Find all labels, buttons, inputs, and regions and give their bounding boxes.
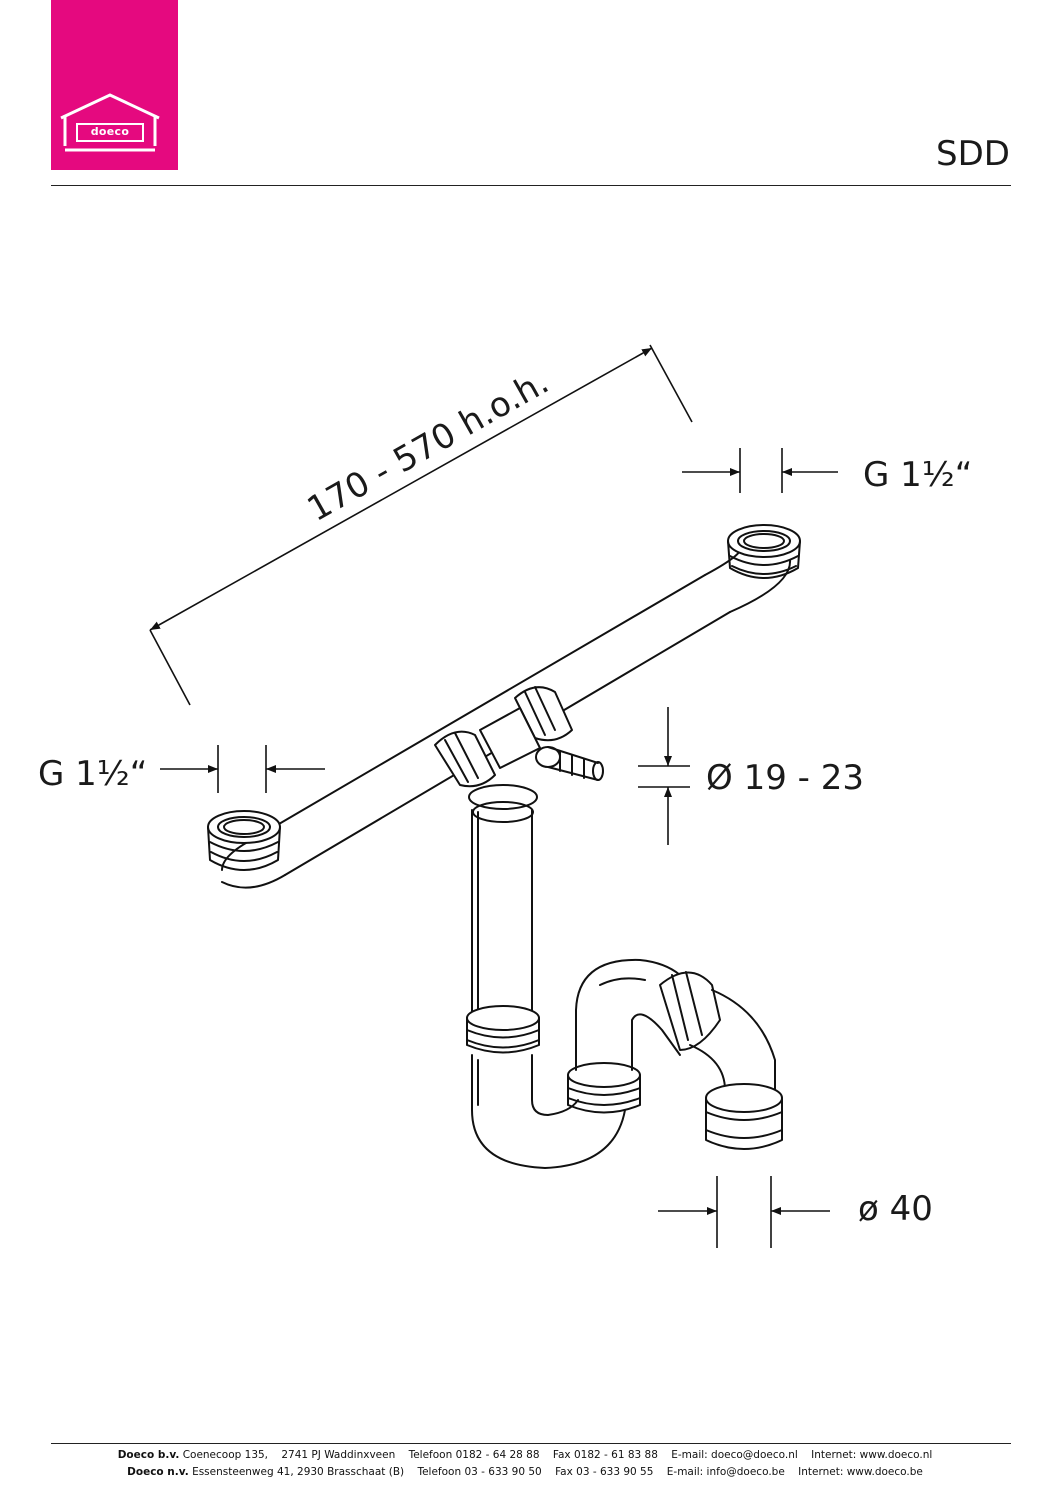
footer-fax-nl: Fax 0182 - 61 83 88 [552,1449,658,1461]
product-code: SDD [936,134,1010,174]
thread-left-label: G 1½“ [38,754,147,794]
trap-riser-nut [567,1062,641,1114]
hose-label: Ø 19 - 23 [706,758,864,798]
footer-phone-be: Telefoon 03 - 633 90 50 [417,1466,542,1478]
outlet-label: ø 40 [858,1189,933,1229]
brand-logo: doeco [51,0,178,170]
thread-right-label: G 1½“ [863,455,972,495]
footer-email-be[interactable]: E-mail: info@doeco.be [666,1466,785,1478]
tee-nut-right [514,686,573,742]
header-divider [51,185,1011,186]
logo-text: doeco [90,125,130,138]
outlet-dimension [658,1176,830,1248]
footer-divider [51,1443,1011,1444]
footer-company-nl: Doeco b.v. [117,1449,180,1461]
left-inlet-nut [207,810,281,871]
footer-phone-nl: Telefoon 0182 - 64 28 88 [408,1449,540,1461]
length-dimension [149,344,693,706]
vertical-pipe [468,784,538,1021]
length-label: 170 - 570 h.o.h. [301,362,556,530]
footer-line-nl: Doeco b.v. Coenecoop 135, 2741 PJ Waddin… [0,1449,1060,1461]
footer-web-be[interactable]: Internet: www.doeco.be [798,1466,923,1478]
footer-address-be: Essensteenweg 41, 2930 Brasschaat (B) [192,1466,405,1478]
footer-company-be: Doeco n.v. [127,1466,189,1478]
drop-pipe-nut [466,1005,540,1054]
thread-right-dimension [682,448,838,493]
outlet-elbow [659,971,776,1096]
footer-email-nl[interactable]: E-mail: doeco@doeco.nl [671,1449,798,1461]
footer-city-nl: 2741 PJ Waddinxveen [281,1449,396,1461]
footer-fax-be: Fax 03 - 633 90 55 [555,1466,654,1478]
tee-body [479,707,541,769]
hose-connector [535,746,604,781]
footer-web-nl[interactable]: Internet: www.doeco.nl [811,1449,933,1461]
footer-line-be: Doeco n.v. Essensteenweg 41, 2930 Brassc… [0,1466,1060,1478]
outlet-nut [705,1083,783,1150]
house-icon [60,93,160,152]
hose-dimension [638,707,690,845]
tee-nut-left [434,730,496,788]
footer-address-nl: Coenecoop 135, [182,1449,269,1461]
right-inlet-nut [727,524,801,579]
thread-left-dimension [160,745,325,793]
